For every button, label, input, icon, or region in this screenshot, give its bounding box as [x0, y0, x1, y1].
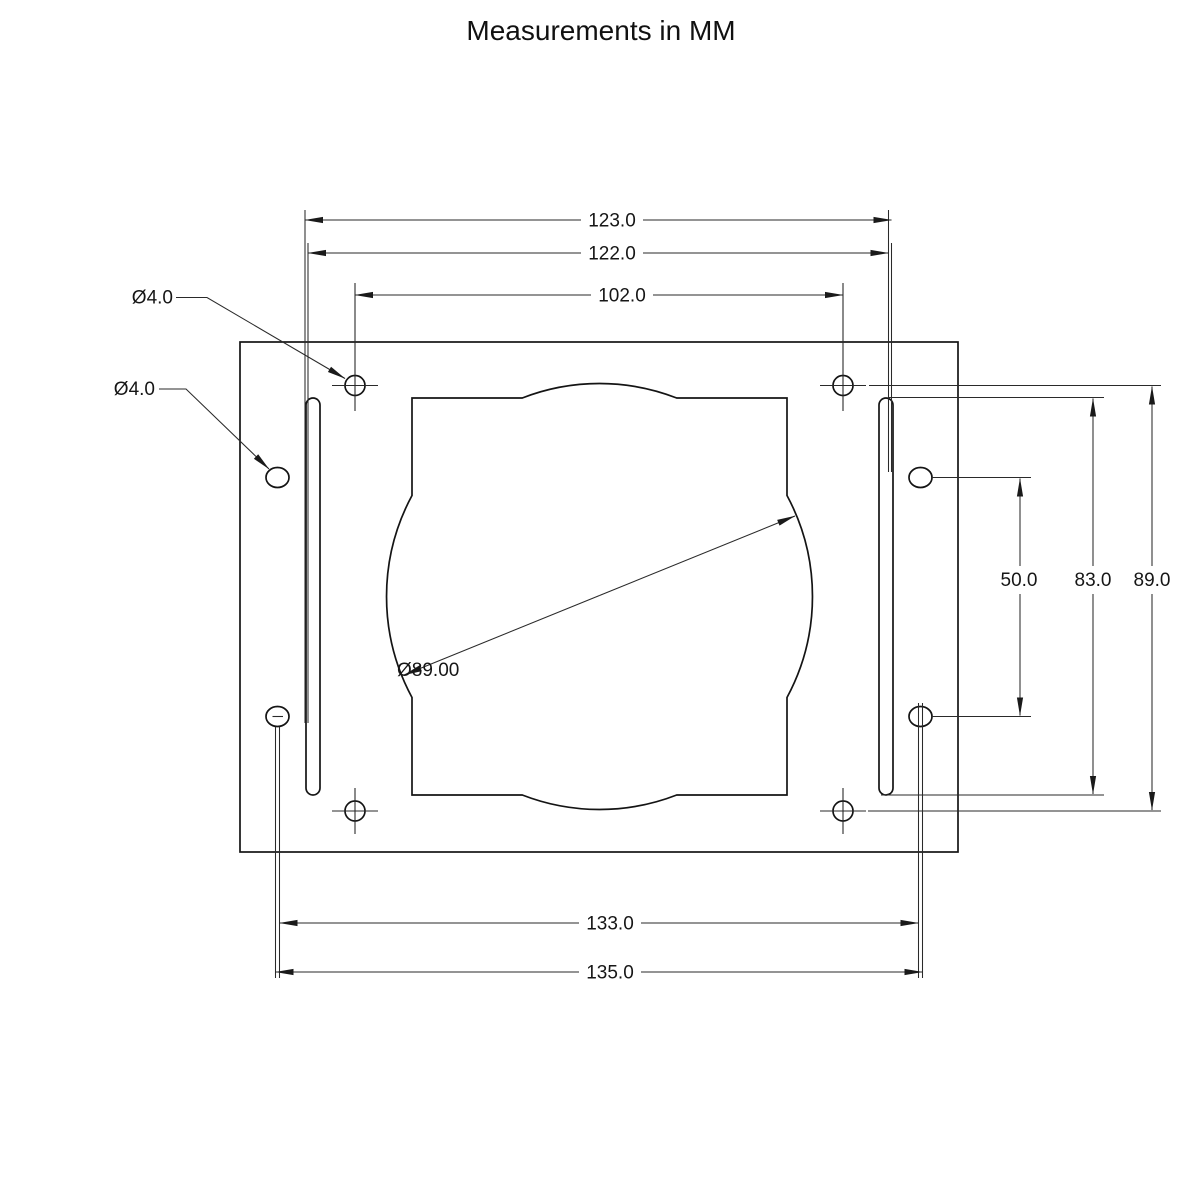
dim-label-123: 123.0	[588, 211, 636, 232]
dim-102: 102.0	[354, 286, 844, 307]
top-right-hole	[820, 283, 866, 411]
oval-hole-bottom-left	[265, 705, 290, 728]
dim-label-89: 89.0	[1134, 570, 1171, 591]
dim-89: 89.0	[1134, 386, 1171, 811]
bottom-left-hole	[332, 788, 378, 834]
left-slot	[305, 397, 321, 796]
dim-label-50: 50.0	[1001, 570, 1038, 591]
dim-label-102: 102.0	[598, 286, 646, 307]
bottom-right-hole	[820, 788, 866, 834]
dim-122: 122.0	[307, 244, 889, 265]
callout-center-bore-diameter: Ø89.00	[397, 515, 796, 681]
top-left-hole	[332, 283, 378, 411]
center-cutout	[385, 382, 814, 811]
callout-label-center-bore: Ø89.00	[397, 660, 459, 681]
oval-hole-bottom-right	[908, 705, 933, 728]
oval-hole-top-left	[265, 466, 290, 489]
dim-135: 135.0	[275, 963, 923, 984]
extension-lines	[274, 210, 1161, 978]
dim-50: 50.0	[1001, 478, 1038, 716]
dim-83: 83.0	[1075, 398, 1112, 795]
callout-label-side-hole: Ø4.0	[114, 379, 155, 400]
drawing-title: Measurements in MM	[466, 15, 735, 46]
dim-label-83: 83.0	[1075, 570, 1112, 591]
plate-outline	[239, 341, 959, 853]
oval-hole-top-right	[908, 466, 933, 489]
callout-side-hole-diameter: Ø4.0	[114, 379, 270, 470]
callout-label-top-hole: Ø4.0	[132, 288, 173, 309]
right-slot	[878, 397, 894, 796]
dim-123: 123.0	[304, 211, 892, 232]
callout-top-hole-diameter: Ø4.0	[132, 288, 346, 379]
dim-133: 133.0	[279, 914, 919, 935]
dim-label-133: 133.0	[586, 914, 634, 935]
dim-label-135: 135.0	[586, 963, 634, 984]
dim-label-122: 122.0	[588, 244, 636, 265]
